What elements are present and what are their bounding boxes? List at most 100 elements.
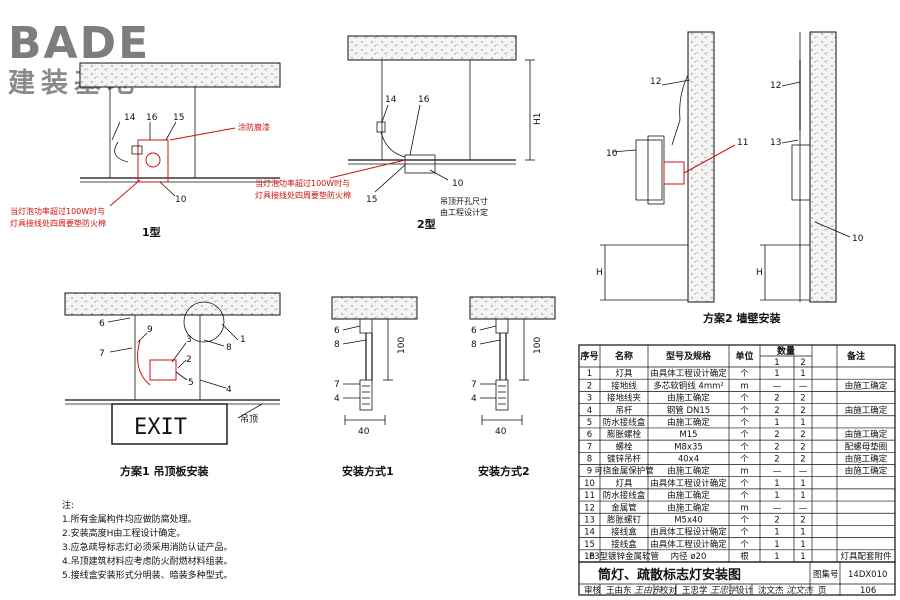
scheme1-label-3: 7 [99,349,105,359]
table-cell: 螺栓 [615,441,633,452]
type1-label-2: 16 [146,113,158,123]
mount1-caption: 安装方式1 [342,464,394,478]
exit-sign-text: EXIT [134,415,187,440]
title-block: 筒灯、疏散标志灯安装图 图集号 14DX010 页 106 审核王由东校对王忠学… [578,561,896,596]
type1-slab [79,62,281,88]
atlas-number: 14DX010 [848,570,887,580]
table-cell: — [773,503,782,513]
table-cell: 40x4 [678,455,699,465]
scheme2-wall-left [687,31,715,303]
table-header: 数量 [777,345,795,357]
mount1-diagram: 100 40 6 8 7 4 安装方式1 [331,296,418,478]
note-item: 1.所有金属构件均应做防腐处理。 [62,513,197,525]
table-cell: 1 [800,552,805,562]
type2-dim-h1: H1 [533,113,543,126]
table-cell: 1 [774,540,779,550]
table-cell: 1 [587,369,592,379]
note-item: 4.吊顶建筑材料应考虑防火耐燃材料组装。 [62,555,233,567]
table-cell: 2 [800,455,805,465]
table-cell: 可挠金属保护管 [594,466,654,477]
scheme1-slab [64,292,281,316]
table-cell: 1 [800,491,805,501]
scheme2-left-label-3: 11 [737,138,748,148]
table-cell: 个 [740,442,749,452]
table-cell: 1 [774,369,779,379]
scheme2-dim-h-right: H [756,268,763,278]
table-cell: 防水接线盒 [603,417,646,428]
table-cell: 由施工确定 [667,417,710,428]
type1-label-1: 14 [124,113,136,123]
table-cell: 膨胀螺钉 [607,514,642,525]
table-cell: 镀锌吊杆 [607,454,642,465]
table-cell: 由具体工程设计确定 [650,478,727,489]
table-cell: 个 [740,515,749,525]
scheme1-label-6: 5 [188,378,194,388]
scheme1-label-2: 9 [147,325,153,335]
table-cell: 多芯软铜线 4mm² [653,380,724,391]
type2-lamp [404,154,436,174]
table-cell: M8x35 [674,442,703,452]
table-qty-subheader: 1 [774,358,779,368]
table-cell: 内径 ø20 [671,551,707,562]
scheme2-left-label-2: 10 [606,149,618,159]
table-cell: m [740,381,748,391]
type2-label-4: 15 [366,195,377,205]
table-cell: 3 [587,394,592,404]
scheme2-wall-right [809,31,837,303]
table-cell: — [799,381,808,391]
table-cell: 膨胀螺栓 [607,429,642,440]
table-cell: 接地线夹 [607,393,642,404]
table-cell: 2 [800,430,805,440]
page-number: 106 [860,586,876,596]
scheme2-caption: 方案2 墙壁安装 [703,311,780,325]
type2-slab [347,35,517,61]
scheme2-lamp-left [635,139,663,201]
table-cell: 2 [774,442,779,452]
type2-red-note-line-2: 灯具接线处四周要垫防火棉 [255,190,351,200]
type2-junction-box [376,121,386,133]
table-header: 备注 [846,350,865,362]
table-cell: 1 [800,479,805,489]
table-header: 序号 [580,350,598,362]
table-qty-subheader: 2 [800,358,805,368]
notes-title: 注: [62,499,74,511]
type1-junction-box [131,145,143,155]
page-label: 页 [818,586,827,596]
scheme2-red-box [663,161,685,185]
table-cell: 配螺母垫圈 [845,441,888,452]
mount2-label-3: 7 [471,380,477,390]
table-cell: — [799,467,808,477]
scheme2-right-label-1: 12 [770,81,781,91]
table-cell: 由施工确定 [845,429,888,440]
logo-brand: BADE [8,18,150,69]
sign-field: 王忠学 [682,585,708,596]
type2-diagram: H1 14 16 10 15 当灯泡功率超过100W时与 灯具接线处四周要垫防火… [255,35,543,231]
table-cell: 由施工确定 [845,466,888,477]
scheme2-diagram: H 12 10 11 H 12 13 10 方案2 墙壁安装 [596,31,864,325]
mount2-diagram: 100 40 6 8 7 4 安装方式2 [469,296,556,478]
scheme1-diagram: EXIT 6 9 7 3 2 5 8 1 4 吊顶 方案1 吊顶板安装 [64,292,281,478]
table-cell: 2 [800,442,805,452]
table-cell: 金属管 [611,502,637,513]
type1-diagram: 14 16 15 10 涂防腐漆 当灯泡功率超过100W时与 灯具接线处四周要垫… [10,62,281,239]
sign-field: 审核 [584,585,602,596]
sign-field: 校对 [660,585,678,596]
table-cell: 2 [774,455,779,465]
table-cell: m [740,467,748,477]
signature: 王由东 [634,585,662,596]
table-cell: 1 [774,479,779,489]
table-cell: 2 [587,381,592,391]
scheme1-red-box [149,359,177,381]
table-cell: 由具体工程设计确定 [650,527,727,538]
table-cell: P3型镀锌金属软管 [589,551,659,562]
table-cell: 由施工确定 [845,454,888,465]
table-cell: 个 [740,430,749,440]
table-header: 单位 [735,350,753,362]
